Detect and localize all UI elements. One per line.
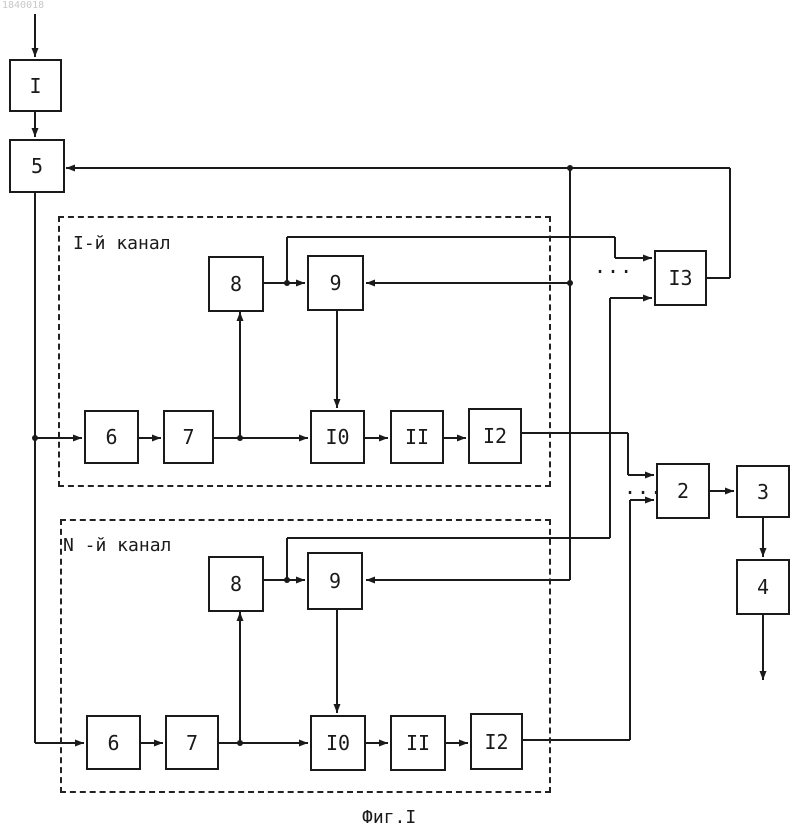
ch1-block-10: I0	[310, 410, 365, 464]
block-4: 4	[736, 559, 790, 615]
ch1-block-12: I2	[468, 408, 522, 464]
ch1-block-6: 6	[84, 410, 139, 464]
channel-1-label: I-й канал	[73, 233, 171, 254]
block-2: 2	[656, 463, 710, 519]
chn-block-7: 7	[165, 715, 219, 770]
block-1: I	[9, 59, 62, 112]
ellipsis-13-inputs: ...	[594, 254, 633, 278]
ch1-block-9: 9	[307, 255, 364, 311]
figure-caption: Фиг.I	[362, 807, 416, 828]
chn-block-8: 8	[208, 556, 264, 612]
block-3: 3	[736, 465, 790, 518]
ellipsis-2-inputs: ...	[624, 475, 663, 499]
chn-block-6: 6	[86, 715, 141, 770]
block-5: 5	[9, 139, 65, 193]
channel-n-label: N -й канал	[63, 535, 171, 556]
chn-block-10: I0	[310, 715, 366, 771]
ch1-block-7: 7	[163, 410, 214, 464]
chn-block-9: 9	[307, 552, 363, 610]
chn-block-12: I2	[470, 713, 523, 770]
ch1-block-11: II	[390, 410, 444, 464]
chn-block-11: II	[390, 715, 446, 771]
block-13: I3	[654, 250, 707, 306]
ch1-block-8: 8	[208, 256, 264, 312]
